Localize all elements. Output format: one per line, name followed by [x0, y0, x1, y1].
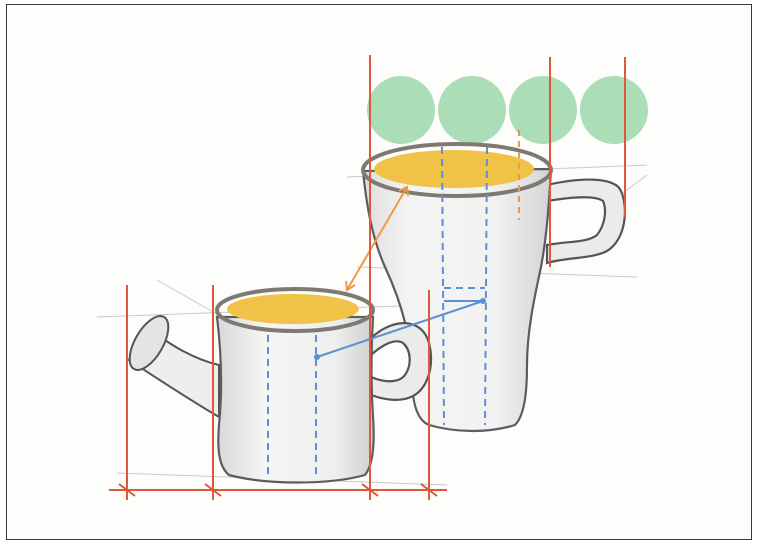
- center-connector-dot-2: [480, 298, 486, 304]
- sketch-canvas: [7, 5, 753, 541]
- can-body: [217, 317, 374, 483]
- center-connector-dot-1: [314, 354, 320, 360]
- proportion-circle-1: [367, 76, 435, 144]
- can-liquid: [227, 294, 359, 324]
- proportion-circle-4: [580, 76, 648, 144]
- mug-liquid: [374, 150, 534, 188]
- proportion-circles: [367, 76, 648, 144]
- proportion-circle-2: [438, 76, 506, 144]
- watering-can-sketch-icon: [122, 289, 431, 483]
- can-handle: [369, 323, 431, 400]
- mug-handle: [547, 180, 625, 263]
- illustration-frame: [6, 4, 752, 540]
